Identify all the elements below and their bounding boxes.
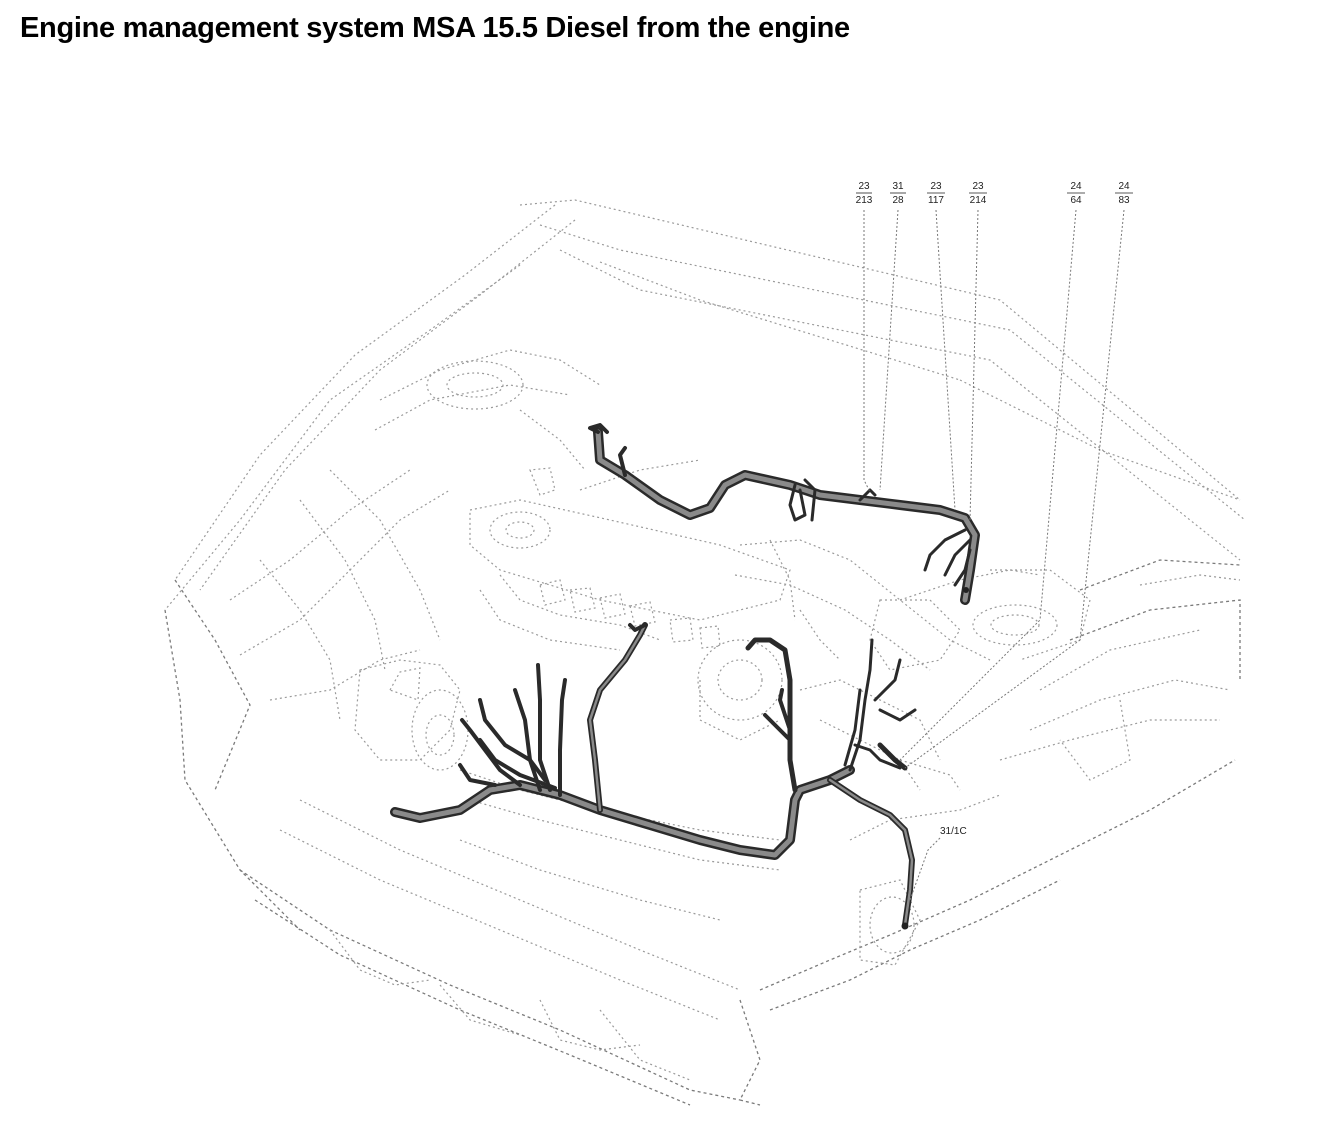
svg-text:24: 24 — [1070, 181, 1082, 192]
page-title: Engine management system MSA 15.5 Diesel… — [20, 12, 850, 44]
reference-labels: 23 213 31 28 23 117 23 214 24 64 — [856, 181, 1133, 901]
svg-text:24: 24 — [1118, 181, 1130, 192]
main-harness — [390, 622, 917, 930]
ref-label-31-28: 31 28 — [879, 181, 906, 491]
engine-block-outline — [354, 459, 1041, 921]
svg-text:23: 23 — [858, 181, 870, 192]
ref-label-23-213: 23 213 — [856, 181, 873, 493]
svg-text:31/1C: 31/1C — [940, 826, 967, 837]
svg-text:213: 213 — [856, 195, 873, 206]
svg-text:23: 23 — [972, 181, 984, 192]
svg-text:117: 117 — [928, 195, 944, 206]
ref-label-31-1c: 31/1C — [909, 826, 967, 901]
wiring-harness — [390, 423, 980, 930]
ref-label-23-214: 23 214 — [969, 181, 987, 521]
svg-text:23: 23 — [930, 181, 942, 192]
upper-harness — [588, 423, 980, 605]
svg-text:28: 28 — [892, 195, 904, 206]
vehicle-body-outline — [164, 199, 1246, 1106]
ref-label-24-64: 24 64 — [899, 181, 1085, 761]
svg-text:83: 83 — [1118, 195, 1130, 206]
svg-text:64: 64 — [1070, 195, 1082, 206]
svg-text:214: 214 — [970, 195, 987, 206]
ref-label-24-83: 24 83 — [904, 181, 1133, 769]
ref-label-23-117: 23 117 — [927, 181, 956, 511]
svg-text:31: 31 — [892, 181, 904, 192]
